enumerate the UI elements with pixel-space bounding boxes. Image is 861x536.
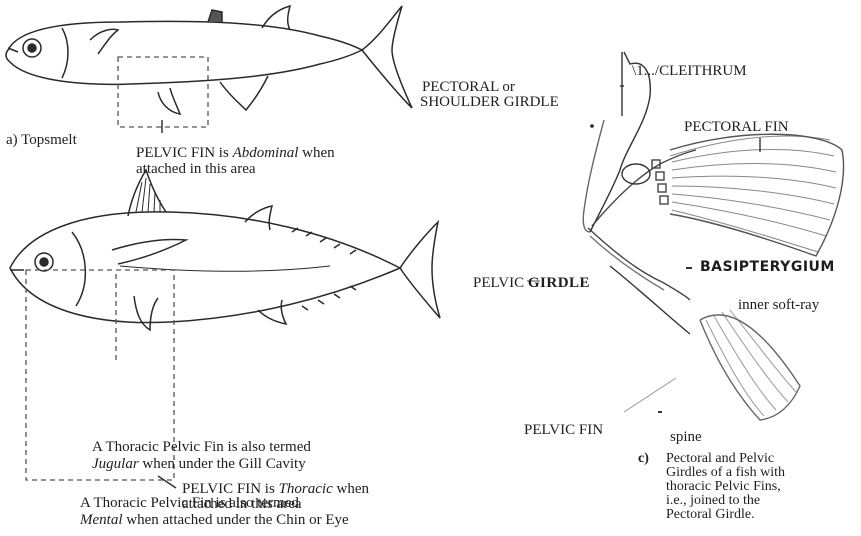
shoulder-girdle-label-line2: SHOULDER GIRDLE: [420, 95, 559, 110]
pelvic-fin-outline: [700, 315, 800, 420]
mental-term: Mental: [80, 512, 123, 528]
tuna-anal-fin: [258, 300, 286, 324]
jugular-block: A Thoracic Pelvic Fin is also termed Jug…: [92, 440, 311, 472]
topsmelt-tail: [362, 6, 412, 108]
abdominal-term: Abdominal: [233, 145, 299, 161]
topsmelt-anal-fin: [220, 76, 268, 110]
caption-c-line3: thoracic Pelvic Fins,: [666, 480, 781, 493]
topsmelt-caption: a) Topsmelt: [6, 133, 77, 148]
topsmelt-illustration: [6, 6, 412, 114]
tuna-pelvic-fin: [134, 296, 158, 330]
girdle-word: GIRDLE: [528, 275, 590, 291]
pelvic-girdle-bone: [588, 228, 690, 300]
mental-note: A Thoracic Pelvic Fin is also termed Men…: [80, 496, 349, 528]
caption-c-line1: Pectoral and Pelvic: [666, 452, 774, 465]
coracoid: [592, 150, 696, 226]
jugular-rest: when under the Gill Cavity: [142, 456, 305, 472]
pelvic-fin-label: PELVIC FIN: [524, 423, 603, 438]
cleithrum-label: \1.../CLEITHRUM: [632, 64, 747, 79]
topsmelt-pectoral: [90, 29, 118, 54]
topsmelt-mouth: [8, 48, 18, 52]
abdominal-text: PELVIC FIN is: [136, 145, 229, 161]
thoracic-when: when: [336, 481, 369, 497]
caption-c-line5: Pectoral Girdle.: [666, 508, 755, 521]
caption-c-line2: Girdles of a fish with: [666, 466, 785, 479]
topsmelt-gill: [62, 28, 68, 78]
mental-note-line1: A Thoracic Pelvic Fin is also termed: [80, 496, 349, 511]
cleithrum-bone: [590, 52, 650, 232]
abdominal-when: when: [302, 145, 335, 161]
mental-rest: when attached under the Chin or Eye: [126, 512, 348, 528]
basipterygium-label: BASIPTERYGIUM: [700, 260, 835, 275]
topsmelt-body: [6, 21, 362, 84]
tuna-pectoral: [112, 239, 186, 264]
topsmelt-first-dorsal: [208, 10, 222, 22]
tuna-finlets-bottom: [302, 286, 356, 310]
pelvic-girdle-label: PELVIC GIRDLE: [473, 276, 590, 291]
spine-label: spine: [670, 430, 702, 445]
abdominal-area-box: [118, 57, 208, 127]
topsmelt-pelvic-fin: [158, 88, 180, 114]
tuna-gill: [72, 232, 85, 306]
tuna-second-dorsal: [245, 206, 272, 230]
girdle-illustration: [583, 52, 843, 420]
tuna-finlets-top: [292, 228, 356, 254]
radials: [652, 160, 668, 204]
abdominal-label-line2: attached in this area: [136, 162, 256, 177]
tuna-tail: [400, 222, 440, 318]
caption-c-line4: i.e., joined to the: [666, 494, 760, 507]
pectoral-fin-label: PECTORAL FIN: [684, 120, 789, 135]
girdle-dot: [590, 124, 594, 128]
abdominal-label-line1: PELVIC FIN is Abdominal when: [136, 146, 335, 161]
shoulder-girdle-label-line1: PECTORAL or: [422, 80, 515, 95]
inner-soft-ray-label: inner soft-ray: [738, 298, 819, 313]
jugular-note-line1-text: A Thoracic Pelvic Fin is also termed: [92, 440, 311, 455]
pelvic-word: PELVIC: [473, 275, 524, 291]
thoracic-leader: [158, 476, 176, 488]
mental-note-line2: Mental when attached under the Chin or E…: [80, 513, 349, 528]
jugular-note-line2: Jugular when under the Gill Cavity: [92, 457, 311, 472]
caption-c-prefix: c): [638, 452, 649, 465]
pelvic-fin-pointer: [624, 378, 676, 412]
tuna-illustration: [10, 170, 440, 330]
jugular-term: Jugular: [92, 456, 139, 472]
tuna-lateral: [120, 266, 330, 271]
tuna-body: [10, 212, 400, 323]
